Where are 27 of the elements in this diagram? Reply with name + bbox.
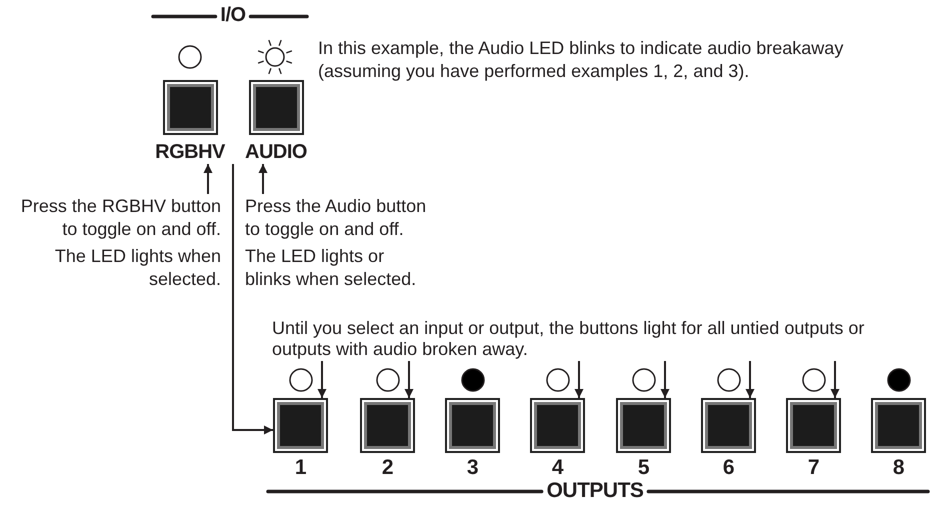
arrow: [746, 361, 754, 398]
instruction-text: Press the Audio button to toggle on and off.: [245, 195, 428, 241]
button-label: 7: [808, 456, 820, 480]
button-label: 1: [294, 456, 306, 480]
arrow: [258, 164, 268, 194]
section-heading: OUTPUTS: [546, 479, 644, 502]
button-label: RGBHV: [155, 141, 225, 164]
arrow: [574, 361, 584, 398]
button-label: 2: [382, 456, 394, 480]
instruction-text: The LED lights when selected.: [54, 245, 221, 291]
section-heading: I/O: [220, 4, 246, 27]
instruction-text: Press the RGBHV button to toggle on and off.: [20, 195, 221, 241]
button-label: 8: [892, 456, 904, 480]
note-text: In this example, the Audio LED blinks to indicate audio breakaway (assuming you have performed examples 1, 2, and 3).: [318, 37, 844, 83]
button-label: AUDIO: [245, 141, 307, 164]
button-label: 5: [638, 456, 650, 480]
arrow: [404, 361, 414, 398]
button-label: 4: [552, 456, 564, 480]
arrow: [318, 361, 326, 398]
instruction-text: Until you select an input or output, the buttons light for all untied outputs or outputs with audio broken away.: [272, 318, 866, 360]
instruction-text: The LED lights or blinks when selected.: [245, 245, 418, 291]
button-label: 3: [466, 456, 478, 480]
arrow: [660, 361, 670, 398]
arrow: [204, 164, 212, 194]
arrow: [830, 361, 840, 398]
button-label: 6: [722, 456, 734, 480]
arrow: [232, 164, 273, 434]
